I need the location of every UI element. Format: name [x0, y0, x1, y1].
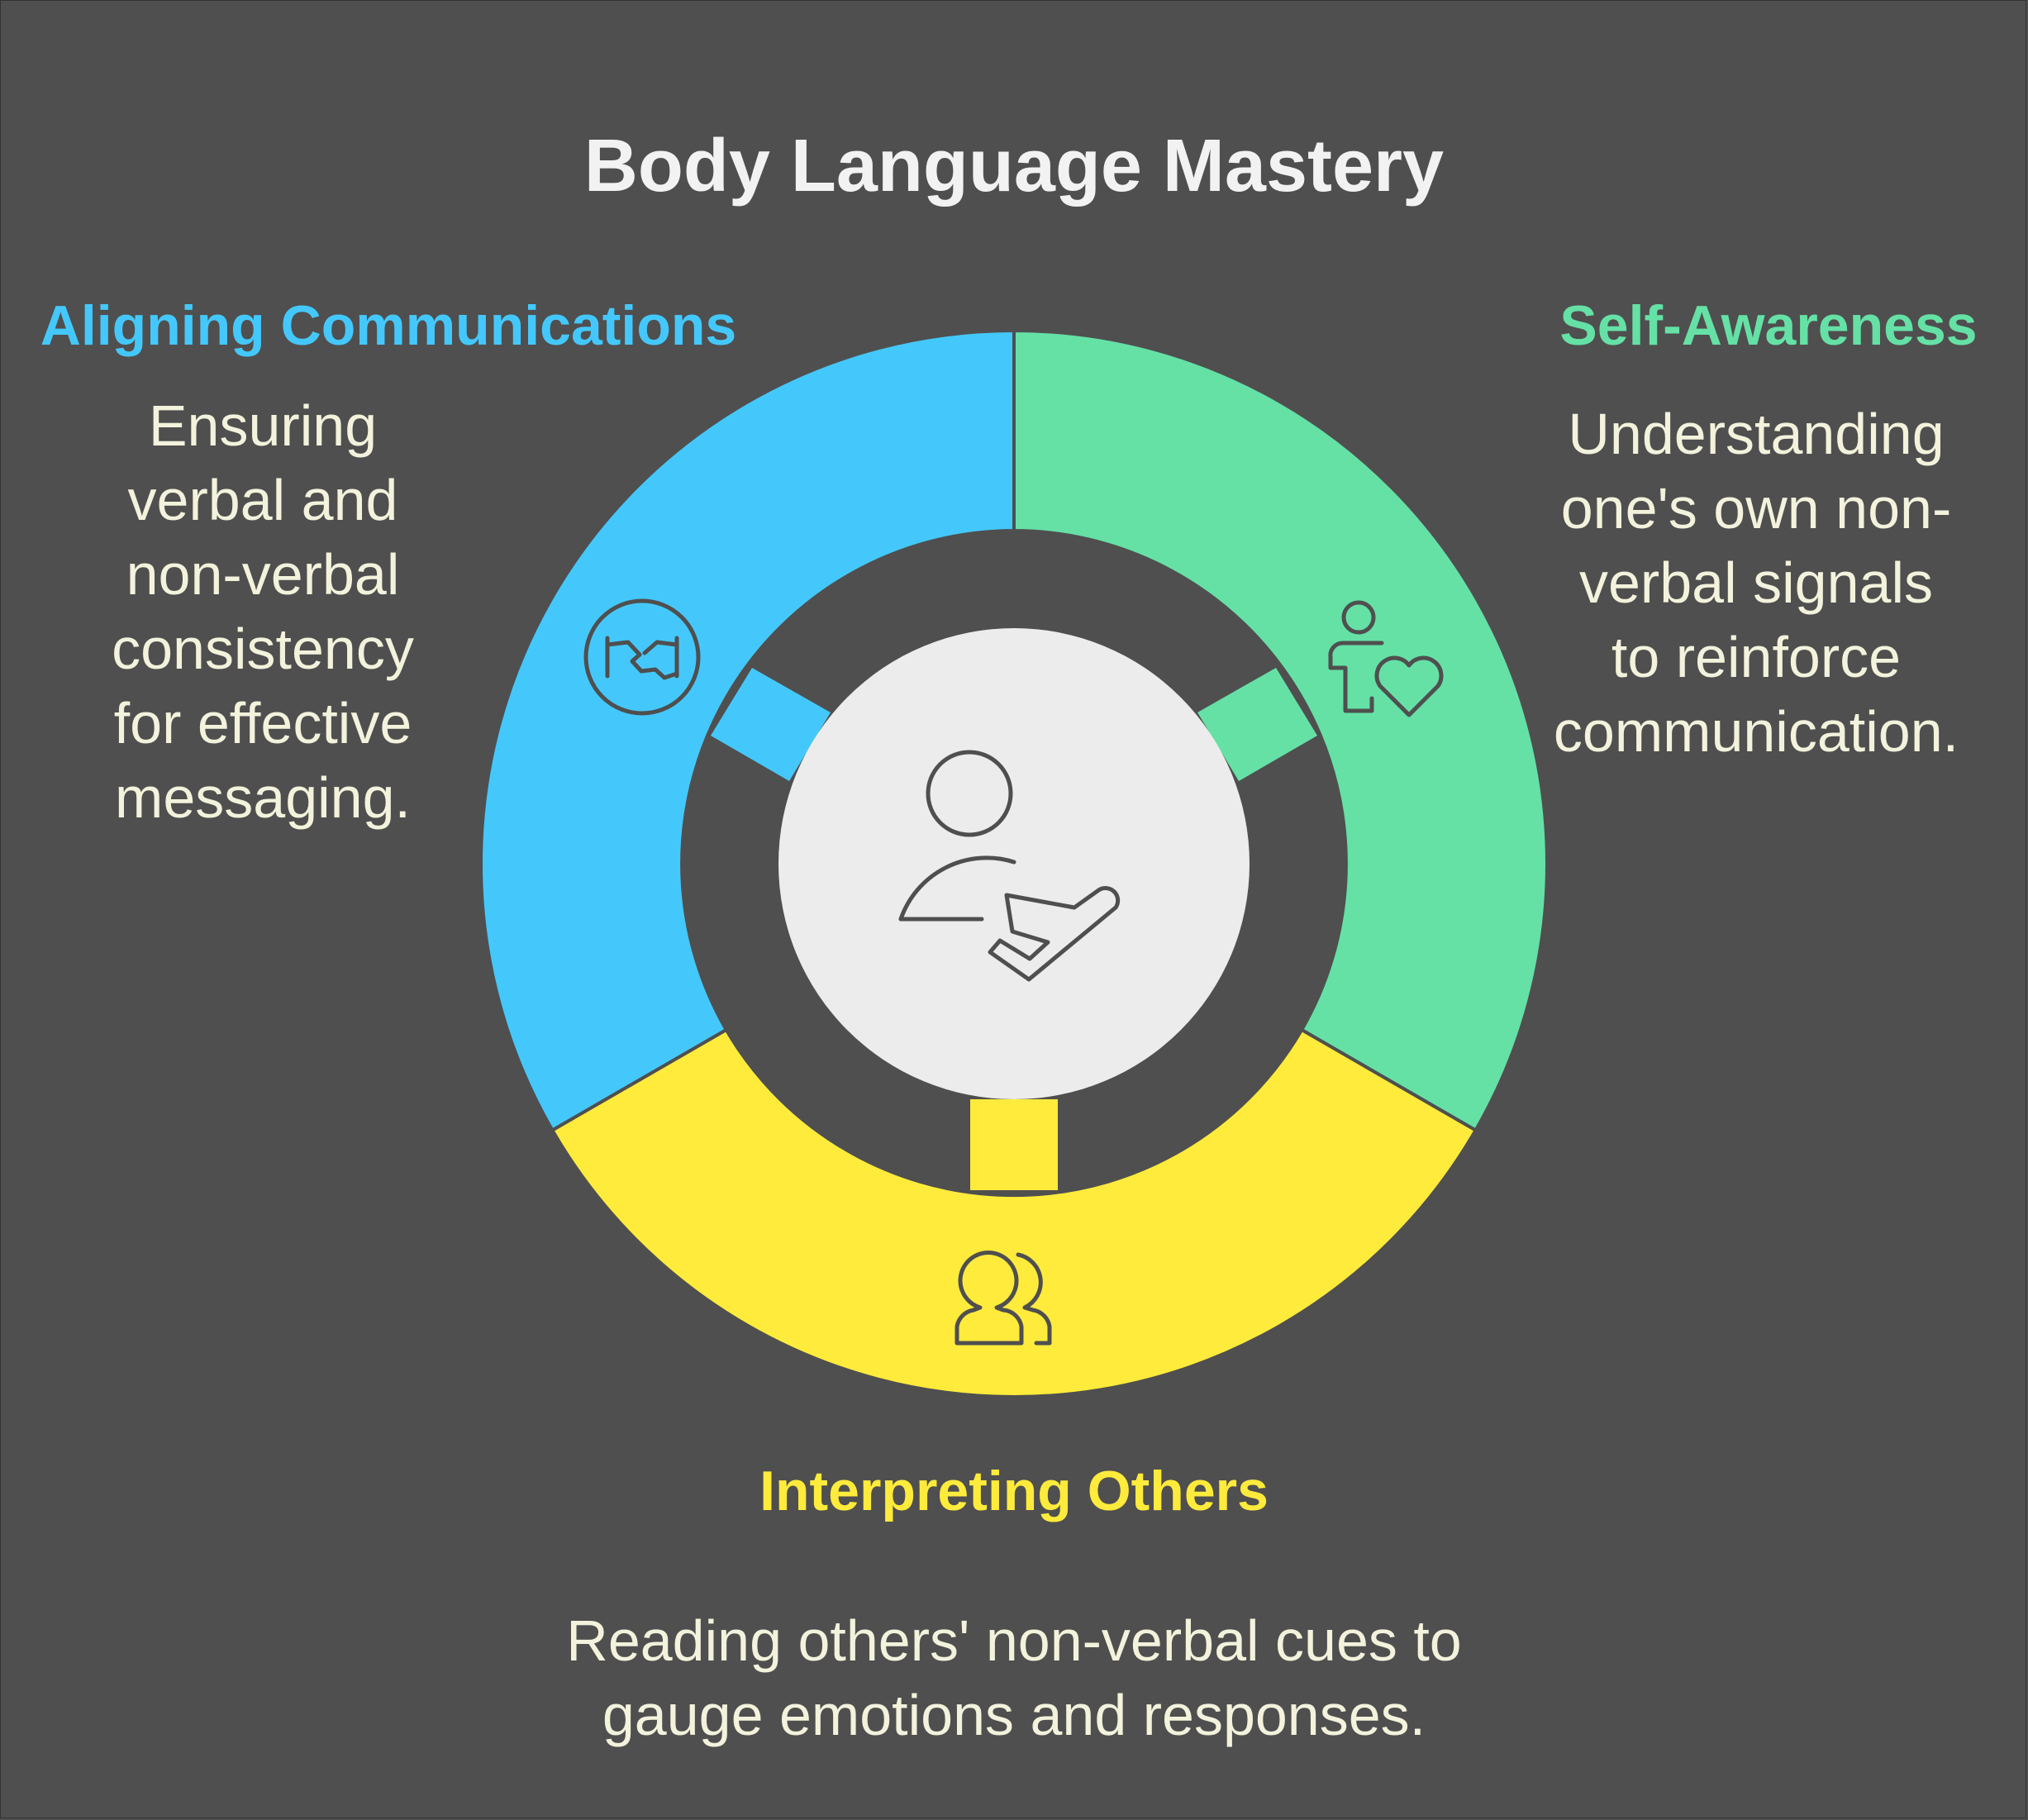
description-self-awareness: Understanding one's own non- verbal sign…	[1553, 402, 1959, 764]
heading-aligning-communications: Aligning Communications	[40, 294, 737, 357]
notch-bottom	[970, 1099, 1058, 1190]
handshake-icon	[583, 598, 701, 716]
person-hand-icon	[898, 750, 1121, 982]
description-interpreting-others: Reading others' non-verbal cues to gauge…	[566, 1608, 1462, 1747]
notch-top-right	[1197, 668, 1317, 781]
heading-interpreting-others: Interpreting Others	[759, 1460, 1269, 1522]
users-icon	[954, 1251, 1052, 1346]
diagram-title: Body Language Mastery	[583, 125, 1445, 207]
segment-interpreting-others	[550, 1027, 1478, 1399]
notch-top-left	[711, 668, 831, 781]
segment-aligning-communications	[478, 328, 1016, 1133]
person-heart-icon	[1328, 600, 1444, 717]
segment-self-awareness	[1012, 328, 1550, 1133]
heading-self-awareness: Self-Awareness	[1559, 294, 1978, 357]
description-aligning-communications: Ensuring verbal and non-verbal consisten…	[112, 393, 414, 830]
